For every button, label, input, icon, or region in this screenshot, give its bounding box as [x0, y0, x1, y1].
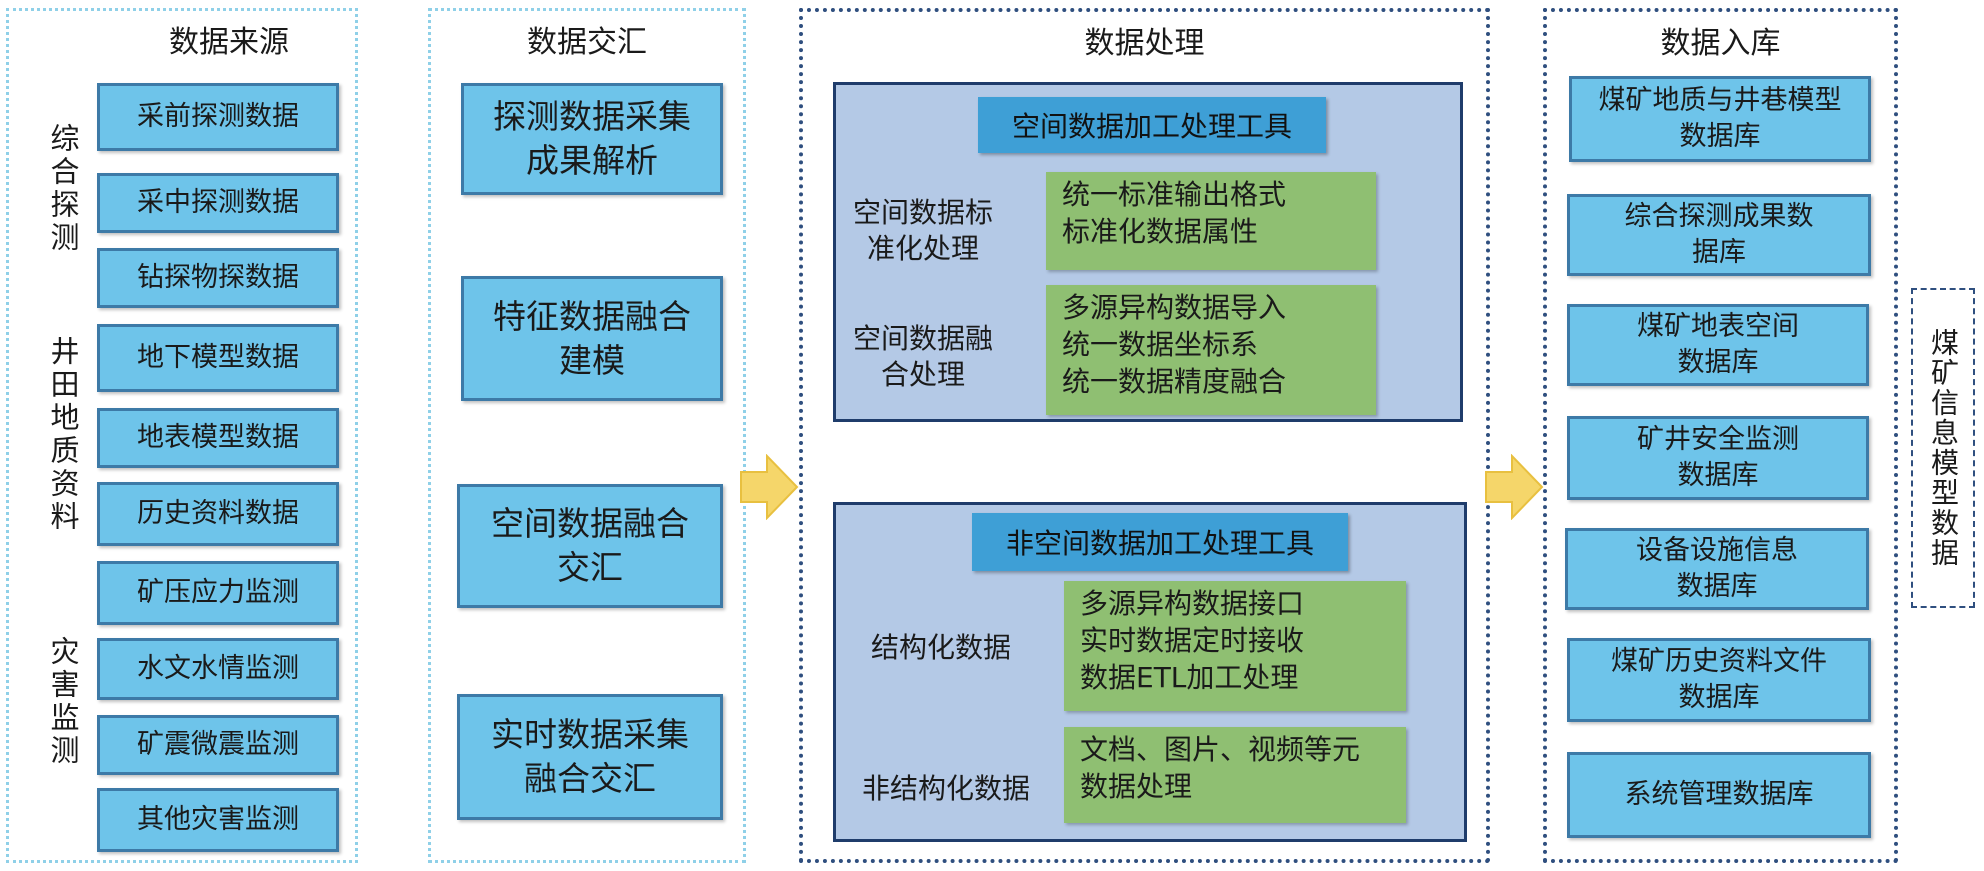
- process-step: 多源异构数据导入: [1062, 291, 1287, 324]
- model-data-label-box: 煤矿信息模型数据: [1911, 288, 1975, 608]
- process-step: 多源异构数据接口: [1080, 587, 1305, 620]
- flow-arrow-icon: [740, 454, 799, 520]
- convergence-item: 特征数据融合建模: [461, 276, 723, 401]
- group-label-geology: 井田地质资料: [46, 336, 80, 534]
- source-item: 矿震微震监测: [97, 715, 339, 775]
- source-item: 采中探测数据: [97, 173, 339, 233]
- source-item: 钻探物探数据: [97, 248, 339, 308]
- process-step: 文档、图片、视频等元: [1080, 733, 1361, 766]
- convergence-title: 数据交汇: [527, 25, 647, 60]
- storage-title: 数据入库: [1660, 26, 1781, 61]
- spatial-row-content: 多源异构数据导入 统一数据坐标系 统一数据精度融合: [1046, 285, 1376, 415]
- nonspatial-row-content: 文档、图片、视频等元 数据处理: [1064, 727, 1406, 823]
- database-item: 煤矿地表空间数据库: [1567, 304, 1869, 386]
- source-item: 地表模型数据: [97, 408, 339, 468]
- convergence-item: 探测数据采集成果解析: [461, 83, 723, 195]
- source-item: 其他灾害监测: [97, 788, 339, 852]
- convergence-panel: 数据交汇 探测数据采集成果解析 特征数据融合建模 空间数据融合交汇 实时数据采集…: [428, 8, 746, 863]
- nonspatial-tools-panel: 非空间数据加工处理工具 结构化数据 多源异构数据接口 实时数据定时接收 数据ET…: [833, 502, 1467, 842]
- database-item: 综合探测成果数据库: [1567, 194, 1871, 276]
- group-label-comprehensive: 综合探测: [46, 123, 80, 255]
- spatial-row-label: 空间数据融合处理: [852, 322, 993, 391]
- source-item: 矿压应力监测: [97, 561, 339, 625]
- spatial-row-content: 统一标准输出格式 标准化数据属性: [1046, 172, 1376, 270]
- source-item: 采前探测数据: [97, 83, 339, 151]
- process-step: 统一数据坐标系: [1062, 328, 1259, 361]
- flow-arrow-icon: [1485, 454, 1544, 520]
- process-step: 统一标准输出格式: [1062, 178, 1287, 211]
- processing-panel: 数据处理 空间数据加工处理工具 空间数据标准化处理 统一标准输出格式 标准化数据…: [799, 8, 1490, 863]
- spatial-row-label: 空间数据标准化处理: [852, 196, 993, 265]
- sources-panel: 数据来源 综合探测 井田地质资料 灾害监测 采前探测数据 采中探测数据 钻探物探…: [6, 8, 358, 863]
- sources-title: 数据来源: [169, 25, 289, 60]
- nonspatial-row-label: 非结构化数据: [861, 772, 1030, 805]
- nonspatial-tool-title: 非空间数据加工处理工具: [972, 513, 1348, 571]
- convergence-item: 空间数据融合交汇: [457, 484, 723, 608]
- process-step: 实时数据定时接收: [1080, 624, 1305, 657]
- source-item: 地下模型数据: [97, 324, 339, 392]
- convergence-item: 实时数据采集融合交汇: [457, 694, 723, 820]
- spatial-tool-title: 空间数据加工处理工具: [978, 97, 1326, 153]
- database-item: 煤矿地质与井巷模型数据库: [1569, 76, 1871, 162]
- process-step: 统一数据精度融合: [1062, 365, 1287, 398]
- nonspatial-row-content: 多源异构数据接口 实时数据定时接收 数据ETL加工处理: [1064, 581, 1406, 711]
- database-item: 设备设施信息数据库: [1565, 528, 1869, 610]
- database-item: 煤矿历史资料文件数据库: [1567, 638, 1871, 722]
- source-item: 水文水情监测: [97, 638, 339, 700]
- storage-panel: 数据入库 煤矿地质与井巷模型数据库 综合探测成果数据库 煤矿地表空间数据库 矿井…: [1543, 8, 1898, 863]
- nonspatial-row-label: 结构化数据: [870, 631, 1011, 664]
- process-step: 数据处理: [1080, 770, 1193, 803]
- process-step: 数据ETL加工处理: [1080, 661, 1299, 694]
- database-item: 系统管理数据库: [1567, 752, 1871, 838]
- source-item: 历史资料数据: [97, 482, 339, 546]
- group-label-disaster: 灾害监测: [46, 636, 80, 768]
- database-item: 矿井安全监测数据库: [1567, 416, 1869, 500]
- process-step: 标准化数据属性: [1062, 215, 1259, 248]
- processing-title: 数据处理: [1084, 26, 1205, 61]
- model-data-label: 煤矿信息模型数据: [1927, 328, 1960, 568]
- spatial-tools-panel: 空间数据加工处理工具 空间数据标准化处理 统一标准输出格式 标准化数据属性 空间…: [833, 82, 1463, 422]
